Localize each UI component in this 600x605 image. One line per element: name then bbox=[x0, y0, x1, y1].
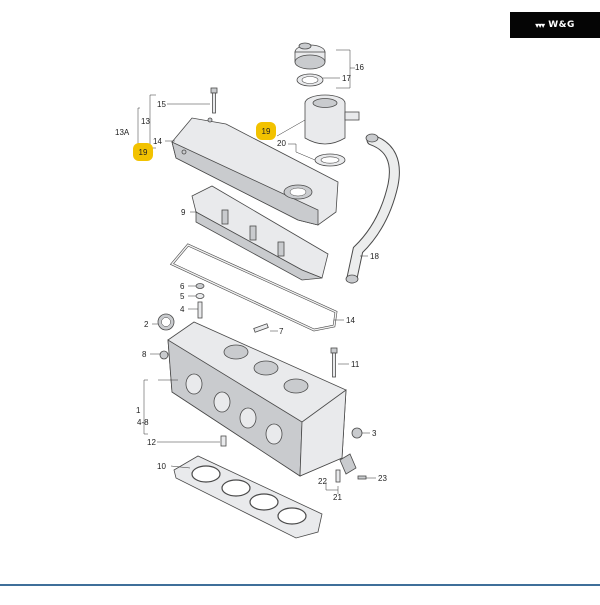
callout-2[interactable]: 2 bbox=[144, 320, 149, 329]
callout-12[interactable]: 12 bbox=[147, 438, 156, 447]
callout-6[interactable]: 6 bbox=[180, 282, 185, 291]
leader-lines bbox=[137, 49, 376, 494]
highlight-badge-cover[interactable]: 19 bbox=[133, 143, 154, 161]
callout-8[interactable]: 8 bbox=[142, 350, 147, 359]
callout-9[interactable]: 9 bbox=[181, 208, 186, 217]
callout-5[interactable]: 5 bbox=[180, 292, 185, 301]
filler-cap-seal[interactable] bbox=[296, 73, 324, 87]
cylinder-head-cover[interactable] bbox=[171, 117, 339, 226]
cylinder-head-gasket[interactable] bbox=[173, 455, 323, 539]
cylinder-head[interactable] bbox=[167, 321, 347, 477]
callout-21[interactable]: 21 bbox=[333, 493, 342, 502]
callout-17[interactable]: 17 bbox=[342, 74, 351, 83]
callout-11[interactable]: 11 bbox=[351, 360, 360, 369]
callout-23[interactable]: 23 bbox=[378, 474, 387, 483]
stud-6[interactable] bbox=[195, 283, 205, 289]
screw-23[interactable] bbox=[357, 475, 367, 480]
cover-gasket[interactable] bbox=[169, 243, 338, 332]
callout-13[interactable]: 13 bbox=[141, 117, 150, 126]
dowel-pin[interactable] bbox=[253, 323, 269, 333]
brand-logo: ▾▾▾ W&G bbox=[510, 12, 600, 38]
callout-1[interactable]: 1 bbox=[136, 406, 141, 415]
highlight-label: 19 bbox=[139, 148, 148, 157]
callout-3[interactable]: 3 bbox=[372, 429, 377, 438]
highlight-badge-separator[interactable]: 19 bbox=[256, 122, 276, 140]
blanking-plug[interactable] bbox=[351, 427, 363, 439]
brand-mark-icon: ▾▾▾ bbox=[535, 20, 545, 30]
callout-16[interactable]: 16 bbox=[355, 63, 364, 72]
callout-13A[interactable]: 13A bbox=[115, 128, 130, 137]
oil-separator[interactable] bbox=[304, 94, 360, 145]
callout-4[interactable]: 4 bbox=[180, 305, 185, 314]
stud-4[interactable] bbox=[197, 301, 203, 319]
callout-18[interactable]: 18 bbox=[370, 252, 379, 261]
baffle-plate[interactable] bbox=[191, 185, 329, 281]
highlight-label: 19 bbox=[262, 127, 271, 136]
callout-10[interactable]: 10 bbox=[157, 462, 166, 471]
callout-20[interactable]: 20 bbox=[277, 139, 286, 148]
callout-4-8[interactable]: 4-8 bbox=[137, 418, 149, 427]
callout-7[interactable]: 7 bbox=[279, 327, 284, 336]
cylinder-head-bolt[interactable] bbox=[330, 347, 338, 378]
plug-12[interactable] bbox=[220, 435, 227, 447]
callout-14-gasket[interactable]: 14 bbox=[346, 316, 355, 325]
callout-labels: 16 17 15 13A 13 14 20 9 18 6 5 4 2 7 14 … bbox=[115, 63, 387, 502]
temperature-sender[interactable] bbox=[335, 453, 357, 483]
oil-seal[interactable] bbox=[157, 313, 175, 331]
bolt[interactable] bbox=[210, 87, 218, 114]
breather-hose[interactable] bbox=[345, 133, 400, 284]
oil-filler-cap[interactable] bbox=[294, 42, 326, 70]
callout-22[interactable]: 22 bbox=[318, 477, 327, 486]
callout-15[interactable]: 15 bbox=[157, 100, 166, 109]
brand-text: W&G bbox=[548, 20, 575, 30]
separator-seal[interactable] bbox=[314, 153, 346, 167]
washer-5[interactable] bbox=[195, 293, 205, 299]
sealing-plug[interactable] bbox=[159, 350, 169, 360]
bottom-divider bbox=[0, 584, 600, 586]
callout-14-cover[interactable]: 14 bbox=[153, 137, 162, 146]
